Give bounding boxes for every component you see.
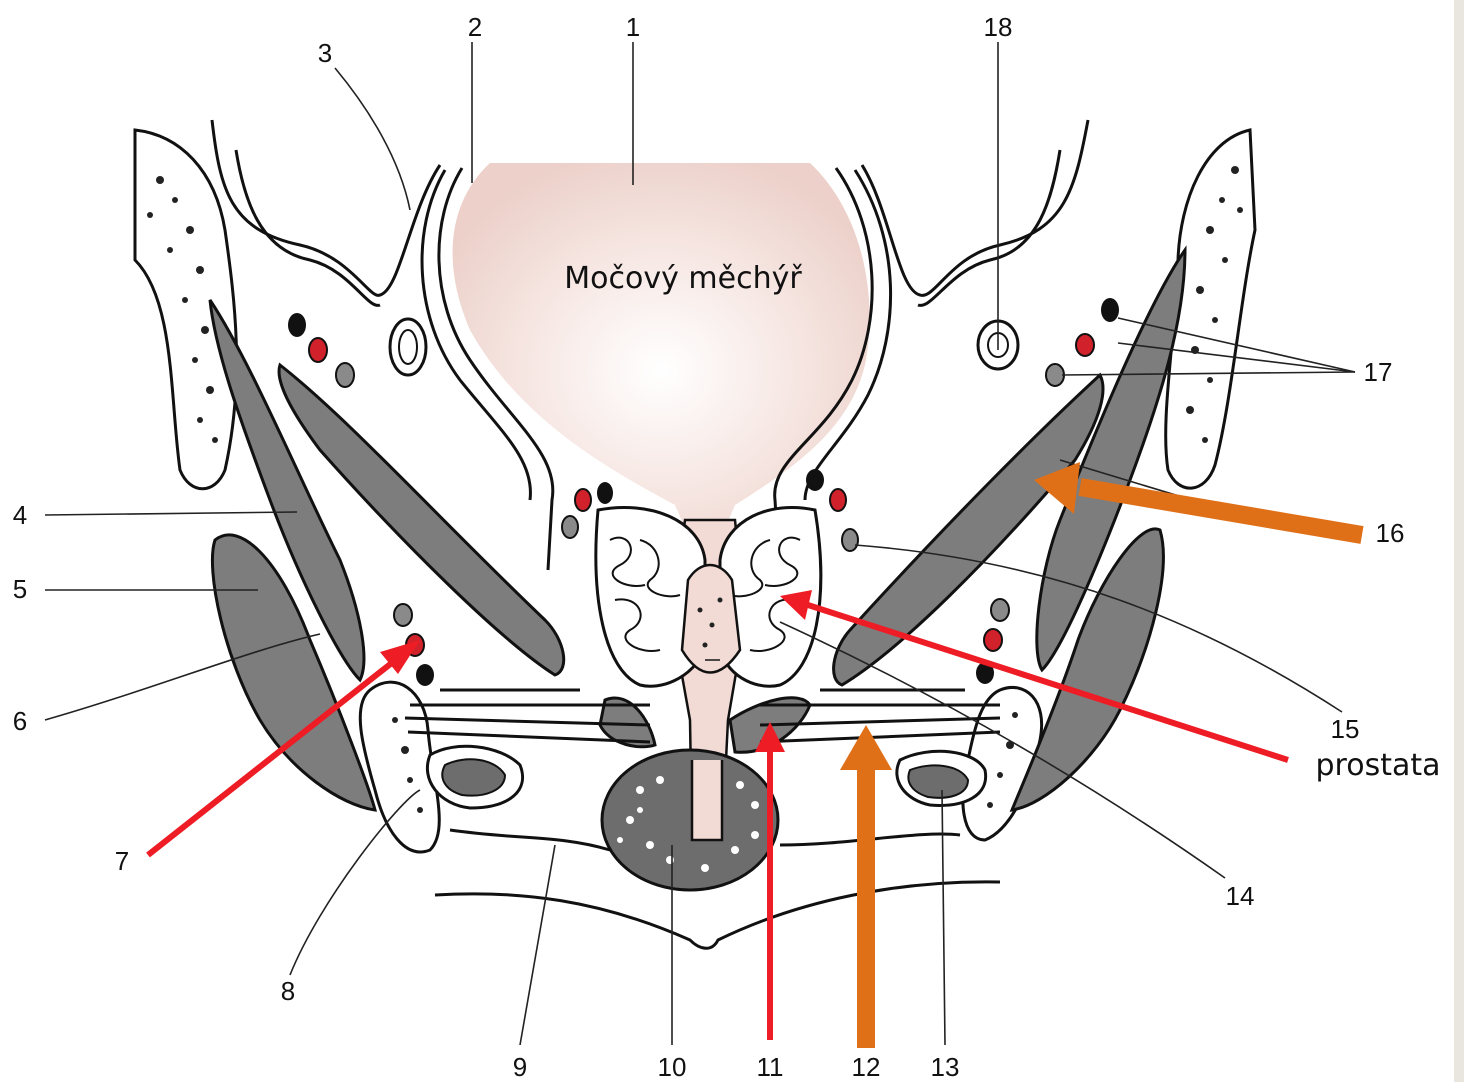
- label-8: 8: [281, 976, 295, 1006]
- red-arrow-to-11: [755, 722, 785, 1040]
- bulb-of-penis: [602, 750, 778, 890]
- label-9: 9: [513, 1052, 527, 1082]
- label-12: 12: [852, 1052, 881, 1082]
- label-17: 17: [1364, 357, 1393, 387]
- left-iliac-bone: [135, 130, 237, 489]
- orange-arrow-to-12: [840, 725, 892, 1048]
- prostate-label: prostata: [1316, 748, 1441, 783]
- label-4: 4: [13, 500, 27, 530]
- label-6: 6: [13, 706, 27, 736]
- label-16: 16: [1376, 518, 1405, 548]
- label-14: 14: [1226, 881, 1255, 911]
- label-2: 2: [468, 12, 482, 42]
- label-18: 18: [984, 12, 1013, 42]
- label-11: 11: [757, 1052, 784, 1082]
- left-crus: [427, 746, 522, 808]
- label-7: 7: [115, 846, 129, 876]
- label-3: 3: [318, 38, 332, 68]
- label-10: 10: [658, 1052, 687, 1082]
- bladder-label: Močový měchýř: [564, 261, 802, 296]
- label-1: 1: [626, 12, 640, 42]
- label-5: 5: [13, 574, 27, 604]
- label-13: 13: [931, 1052, 960, 1082]
- label-15: 15: [1331, 714, 1360, 744]
- right-crus: [897, 751, 986, 805]
